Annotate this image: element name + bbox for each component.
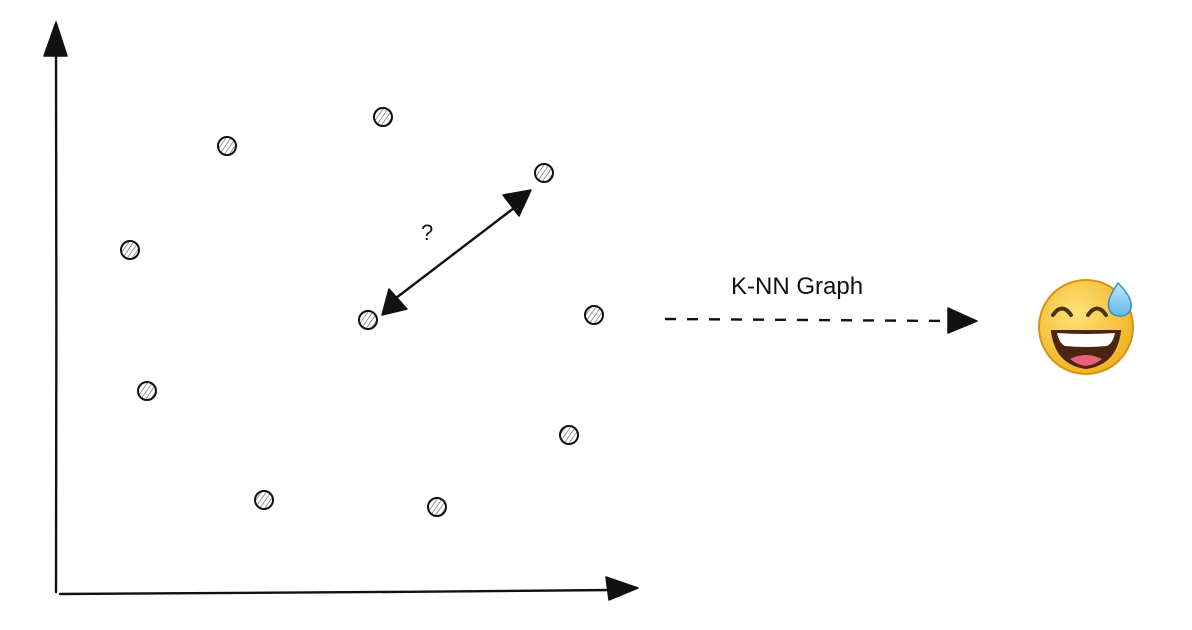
distance-arrow-head-top — [502, 189, 532, 217]
distance-arrow-line — [394, 206, 516, 300]
data-point — [217, 136, 237, 156]
data-point — [254, 490, 274, 510]
grinning-face-with-sweat-icon — [1038, 279, 1134, 375]
data-point — [559, 425, 579, 445]
x-axis-arrowhead — [605, 576, 639, 601]
distance-arrow — [381, 189, 532, 316]
data-points — [120, 107, 604, 517]
data-point — [137, 381, 157, 401]
data-point — [427, 497, 447, 517]
data-point — [120, 240, 140, 260]
knn-dashed-arrowhead — [947, 307, 978, 334]
knn-graph-label: K-NN Graph — [731, 273, 863, 300]
data-point — [534, 163, 554, 183]
data-point — [373, 107, 393, 127]
knn-dashed-line — [664, 317, 951, 323]
axes — [43, 21, 639, 601]
question-label: ? — [421, 220, 433, 245]
data-point-query — [358, 310, 378, 330]
knn-dashed-arrow — [664, 307, 978, 334]
x-axis-line — [58, 588, 614, 596]
data-point — [584, 305, 604, 325]
distance-arrow-head-bottom — [381, 288, 408, 316]
y-axis-arrowhead — [43, 21, 68, 57]
